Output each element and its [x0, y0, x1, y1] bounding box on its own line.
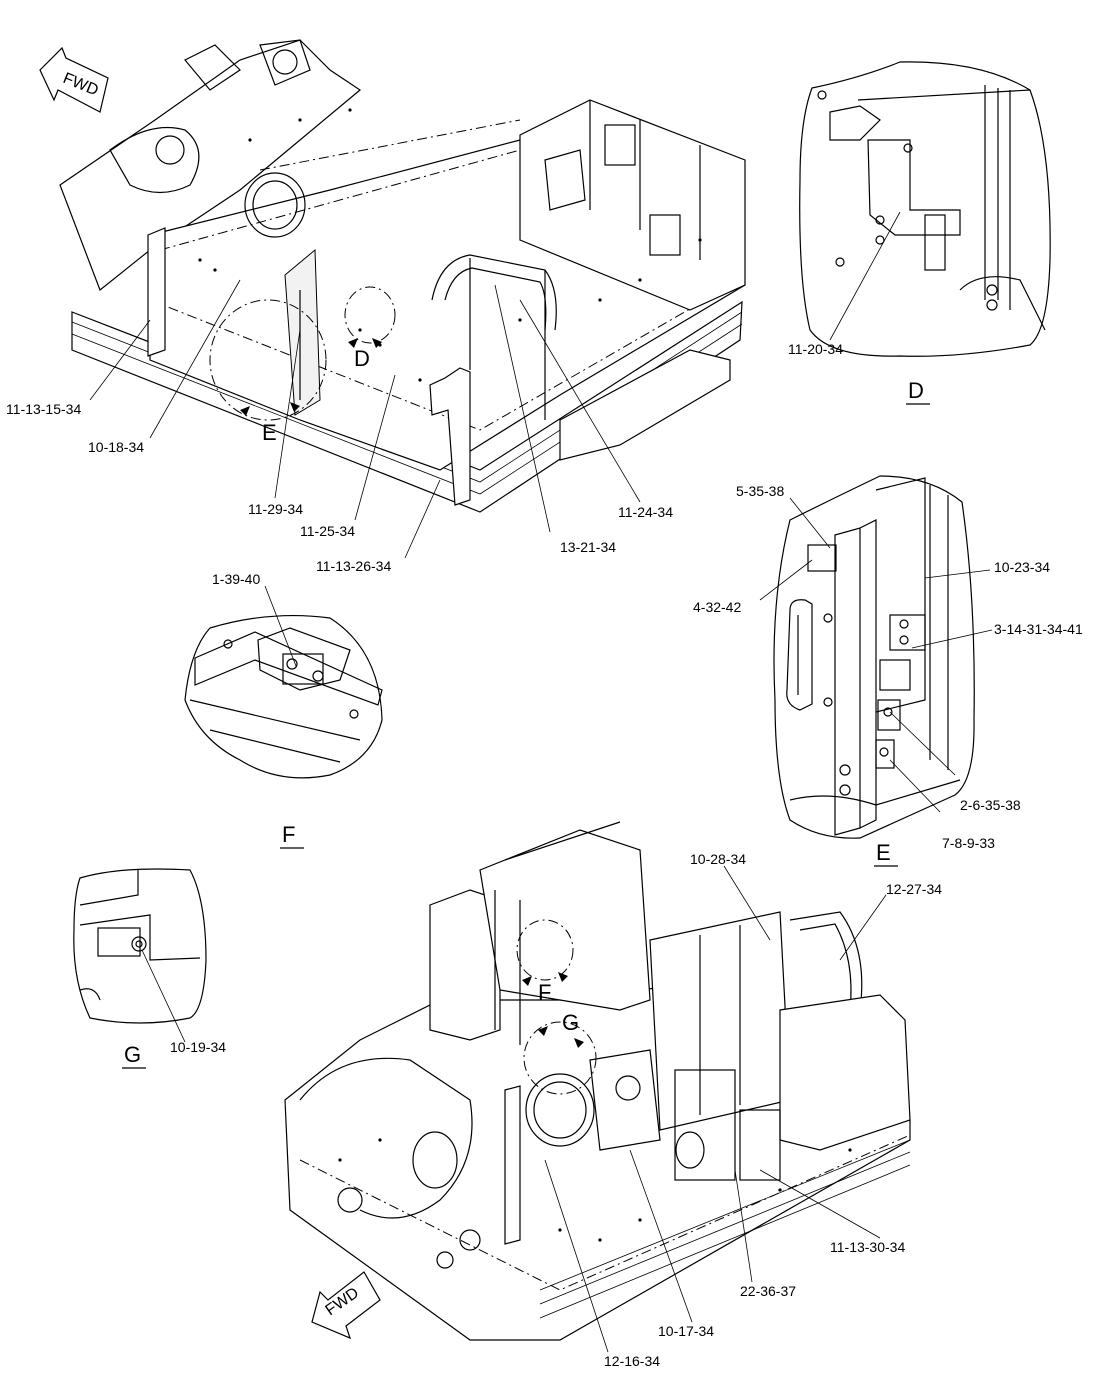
callout-1-39-40: 1-39-40	[212, 571, 260, 587]
detail-view-G: 10-19-34 G	[73, 868, 226, 1069]
frame-bolt-dots	[198, 108, 702, 382]
detail-view-D: 11-20-34 D	[788, 61, 1051, 405]
detail-view-F: 1-39-40 F	[184, 571, 383, 849]
view-title-F: F	[282, 822, 295, 847]
view-title-G: G	[124, 1042, 141, 1067]
callout-4-32-42: 4-32-42	[693, 599, 741, 615]
detail-circle-F: F	[516, 919, 574, 1005]
leaders-lower	[544, 865, 887, 1353]
callout-3-14-31-34-41: 3-14-31-34-41	[994, 621, 1083, 637]
view-letter-D-marker: D	[354, 346, 370, 371]
view-title-E: E	[876, 840, 891, 865]
view-letter-G-marker: G	[562, 1010, 579, 1035]
lower-frame-assembly	[284, 821, 911, 1341]
callout-5-35-38: 5-35-38	[736, 483, 784, 499]
view-letter-E-marker: E	[262, 420, 277, 445]
detail-circle-G: G	[523, 1010, 597, 1095]
detail-circle-E: E	[209, 299, 327, 445]
callout-10-19-34: 10-19-34	[170, 1039, 226, 1055]
callout-12-27-34: 12-27-34	[886, 881, 942, 897]
leaders-upper	[89, 279, 641, 559]
callout-12-16-34: 12-16-34	[604, 1353, 660, 1369]
fwd-arrow-top: FWD	[39, 46, 109, 113]
callout-11-25-34: 11-25-34	[300, 523, 355, 539]
callout-10-28-34: 10-28-34	[690, 851, 746, 867]
callout-11-20-34: 11-20-34	[788, 341, 843, 357]
callout-22-36-37: 22-36-37	[740, 1283, 796, 1299]
callout-11-13-26-34: 11-13-26-34	[316, 558, 391, 574]
callout-11-29-34: 11-29-34	[248, 501, 303, 517]
callout-11-13-15-34: 11-13-15-34	[6, 401, 81, 417]
callout-10-17-34: 10-17-34	[658, 1323, 714, 1339]
fwd-arrow-bottom: FWD	[311, 1271, 381, 1340]
callout-11-13-30-34: 11-13-30-34	[830, 1239, 905, 1255]
detail-view-E: 5-35-38 4-32-42 10-23-34 3-14-31-34-41 2…	[693, 475, 1083, 867]
view-letter-F-marker: F	[538, 980, 551, 1005]
callout-10-18-34: 10-18-34	[88, 439, 144, 455]
detail-circle-D: D	[344, 286, 396, 371]
callout-7-8-9-33: 7-8-9-33	[942, 835, 995, 851]
upper-frame-assembly	[59, 39, 746, 513]
view-title-D: D	[908, 378, 924, 403]
callout-10-23-34: 10-23-34	[994, 559, 1050, 575]
callout-11-24-34: 11-24-34	[618, 504, 673, 520]
callout-2-6-35-38: 2-6-35-38	[960, 797, 1021, 813]
callout-13-21-34: 13-21-34	[560, 539, 616, 555]
